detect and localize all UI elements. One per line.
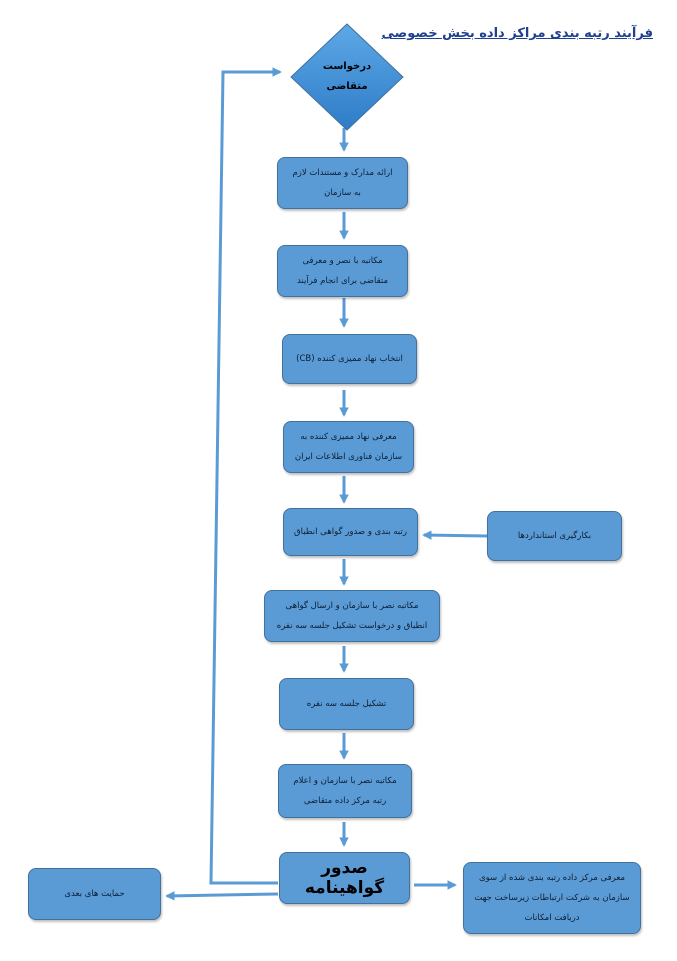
step-select-cb: انتخاب نهاد ممیزی کننده (CB) [282,334,417,384]
step-nasr-correspondence: مکاتبه با نصر و معرفی متقاضی برای انجام … [277,245,408,297]
standards-box: بکارگیری استانداردها [487,511,622,561]
arrow-issue-to-support [165,891,279,901]
step-introduce-cb: معرفی نهاد ممیزی کننده به سازمان فناوری … [283,421,414,473]
step-rating-and-conformity: رتبه بندی و صدور گواهی انطباق [283,508,418,556]
step-send-conformity: مکاتبه نصر با سازمان و ارسال گواهی انطبا… [264,590,440,642]
start-diamond: درخواست متقاضی [289,22,405,132]
support-box: حمایت های بعدی [28,868,161,920]
step-announce-rating: مکاتبه نصر با سازمان و اعلام رتبه مرکز د… [278,764,412,818]
start-label-line2: متقاضی [326,81,368,92]
arrow-feedback-loop [209,67,282,885]
introduce-datacenter-box: معرفی مرکز داده رتبه بندی شده از سوی ساز… [463,862,641,934]
arrow-standards-to-step5 [422,530,488,540]
step-submit-documents: ارائه مدارک و مستندات لازم به سازمان [277,157,408,209]
start-label-line1: درخواست [322,61,372,72]
issue-certificate-box: صدور گواهینامه [279,852,410,904]
step-three-party-meeting: تشکیل جلسه سه نفره [279,678,414,730]
page-title: فرآیند رتبه بندی مراکز داده بخش خصوصی [381,26,653,41]
